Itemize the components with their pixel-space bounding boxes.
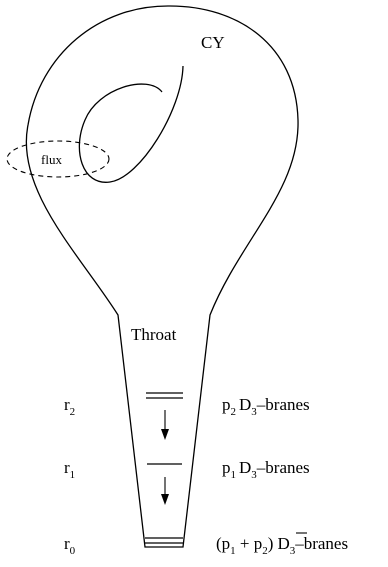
radius-label-r0: r0 bbox=[64, 534, 76, 557]
brane-label-r0: (p1 + p2)D3–branes bbox=[216, 534, 348, 557]
radius-label-r2: r2 bbox=[64, 395, 75, 418]
cy-label: CY bbox=[201, 33, 225, 52]
flux-label: flux bbox=[41, 152, 62, 167]
flux-loop bbox=[6, 140, 110, 178]
arrow-r2-to-r1-head bbox=[161, 429, 169, 440]
radius-label-r1: r1 bbox=[64, 458, 75, 481]
calabi-yau-outline bbox=[25, 5, 299, 548]
throat-label: Throat bbox=[131, 325, 177, 344]
cy-handle-cycle bbox=[78, 65, 184, 183]
arrow-r1-to-r0-head bbox=[161, 494, 169, 505]
